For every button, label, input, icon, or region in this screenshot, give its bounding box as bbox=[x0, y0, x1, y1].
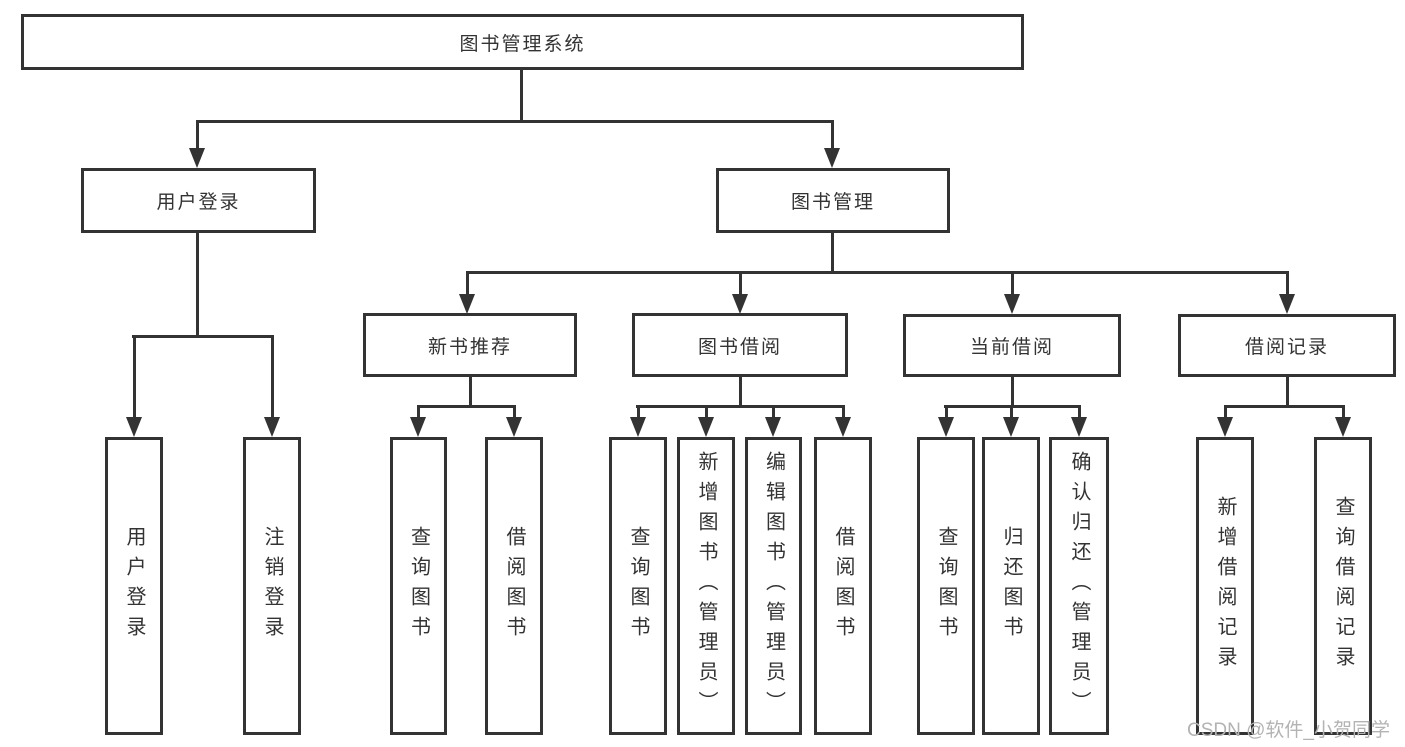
leaf-confirm-return-admin-label: 确认归还（管理员） bbox=[1068, 451, 1090, 721]
arrow-down-icon bbox=[765, 417, 781, 437]
node-new-book-recommend-label: 新书推荐 bbox=[427, 336, 512, 358]
node-current-borrowing: 当前借阅 bbox=[903, 314, 1121, 377]
arrow-down-icon bbox=[264, 417, 280, 437]
connector-book-borrow-rail bbox=[636, 405, 844, 408]
leaf-query-book-2-label: 查询图书 bbox=[627, 526, 649, 646]
arrow-down-icon bbox=[1004, 294, 1020, 314]
leaf-confirm-return-admin: 确认归还（管理员） bbox=[1049, 437, 1109, 735]
arrow-down-icon bbox=[506, 417, 522, 437]
connector-to-leaf bbox=[945, 405, 948, 417]
connector-to-book-borrowing bbox=[739, 271, 742, 294]
leaf-query-book-3: 查询图书 bbox=[917, 437, 975, 735]
node-root-label: 图书管理系统 bbox=[459, 33, 586, 55]
arrow-down-icon bbox=[732, 294, 748, 314]
arrow-down-icon bbox=[835, 417, 851, 437]
arrow-down-icon bbox=[1003, 417, 1019, 437]
connector-to-borrowing-records bbox=[1286, 271, 1289, 294]
node-borrowing-records-label: 借阅记录 bbox=[1244, 337, 1329, 358]
connector-to-leaf bbox=[842, 405, 845, 417]
connector-to-leaf bbox=[772, 405, 775, 417]
leaf-user-login-label: 用户登录 bbox=[123, 526, 145, 646]
connector-to-leaf bbox=[1078, 405, 1081, 417]
connector-to-leaf bbox=[513, 405, 516, 417]
node-user-login: 用户登录 bbox=[81, 168, 316, 233]
connector-to-user-login bbox=[196, 120, 199, 148]
connector-root-stem bbox=[520, 69, 523, 120]
connector-new-book-rail bbox=[417, 405, 515, 408]
node-book-borrowing: 图书借阅 bbox=[632, 313, 848, 377]
node-book-management-label: 图书管理 bbox=[790, 192, 875, 213]
leaf-query-borrow-record-label: 查询借阅记录 bbox=[1332, 496, 1354, 676]
leaf-query-book-2: 查询图书 bbox=[609, 437, 667, 735]
node-book-management: 图书管理 bbox=[716, 168, 950, 233]
leaf-logout-label: 注销登录 bbox=[261, 526, 283, 646]
connector-to-leaf bbox=[705, 405, 708, 417]
connector-to-leaf-user-login bbox=[133, 335, 136, 417]
leaf-user-login: 用户登录 bbox=[105, 437, 163, 735]
leaf-borrow-book-2-label: 借阅图书 bbox=[832, 526, 854, 646]
connector-to-book-mgmt bbox=[831, 120, 834, 148]
connector-to-leaf bbox=[1224, 405, 1227, 417]
leaf-query-book-1: 查询图书 bbox=[390, 437, 447, 735]
connector-to-new-book-recommend bbox=[466, 271, 469, 294]
connector-to-leaf bbox=[1342, 405, 1345, 417]
node-current-borrowing-label: 当前借阅 bbox=[969, 337, 1054, 358]
leaf-add-borrow-record-label: 新增借阅记录 bbox=[1214, 496, 1236, 676]
arrow-down-icon bbox=[630, 417, 646, 437]
leaf-logout: 注销登录 bbox=[243, 437, 301, 735]
node-book-borrowing-label: 图书借阅 bbox=[697, 336, 782, 358]
connector-book-mgmt-rail bbox=[466, 271, 1288, 274]
connector-to-leaf bbox=[417, 405, 420, 417]
leaf-edit-book-admin: 编辑图书（管理员） bbox=[745, 437, 802, 735]
arrow-down-icon bbox=[1335, 417, 1351, 437]
connector-user-login-rail bbox=[132, 335, 273, 338]
node-borrowing-records: 借阅记录 bbox=[1178, 314, 1396, 377]
leaf-add-book-admin-label: 新增图书（管理员） bbox=[695, 451, 717, 721]
arrow-down-icon bbox=[410, 417, 426, 437]
connector-to-current-borrowing bbox=[1011, 271, 1014, 294]
connector-to-leaf-logout bbox=[271, 335, 274, 417]
connector-current-borrow-stem bbox=[1011, 377, 1014, 405]
leaf-query-book-1-label: 查询图书 bbox=[407, 526, 430, 646]
leaf-query-book-3-label: 查询图书 bbox=[935, 526, 957, 646]
arrow-down-icon bbox=[189, 148, 205, 168]
arrow-down-icon bbox=[126, 417, 142, 437]
connector-book-mgmt-stem bbox=[831, 233, 834, 271]
connector-root-rail bbox=[196, 120, 833, 123]
leaf-return-book-label: 归还图书 bbox=[1000, 526, 1022, 646]
leaf-borrow-book-2: 借阅图书 bbox=[814, 437, 872, 735]
arrow-down-icon bbox=[938, 417, 954, 437]
arrow-down-icon bbox=[698, 417, 714, 437]
leaf-edit-book-admin-label: 编辑图书（管理员） bbox=[762, 451, 785, 721]
leaf-return-book: 归还图书 bbox=[982, 437, 1040, 735]
connector-user-login-stem bbox=[196, 233, 199, 335]
connector-borrow-record-rail bbox=[1224, 405, 1344, 408]
node-new-book-recommend: 新书推荐 bbox=[363, 313, 577, 377]
leaf-query-borrow-record: 查询借阅记录 bbox=[1314, 437, 1372, 735]
arrow-down-icon bbox=[1279, 294, 1295, 314]
arrow-down-icon bbox=[824, 148, 840, 168]
node-root: 图书管理系统 bbox=[21, 14, 1024, 70]
arrow-down-icon bbox=[459, 294, 475, 314]
connector-new-book-stem bbox=[469, 377, 472, 405]
node-user-login-label: 用户登录 bbox=[156, 192, 241, 213]
leaf-borrow-book-1-label: 借阅图书 bbox=[503, 526, 525, 646]
csdn-watermark: CSDN @软件_小贺同学 bbox=[1187, 720, 1390, 741]
connector-to-leaf bbox=[637, 405, 640, 417]
connector-borrow-record-stem bbox=[1286, 377, 1289, 405]
leaf-add-book-admin: 新增图书（管理员） bbox=[677, 437, 735, 735]
arrow-down-icon bbox=[1217, 417, 1233, 437]
connector-book-borrow-stem bbox=[739, 377, 742, 405]
leaf-add-borrow-record: 新增借阅记录 bbox=[1196, 437, 1254, 735]
leaf-borrow-book-1: 借阅图书 bbox=[485, 437, 543, 735]
connector-to-leaf bbox=[1010, 405, 1013, 417]
arrow-down-icon bbox=[1071, 417, 1087, 437]
